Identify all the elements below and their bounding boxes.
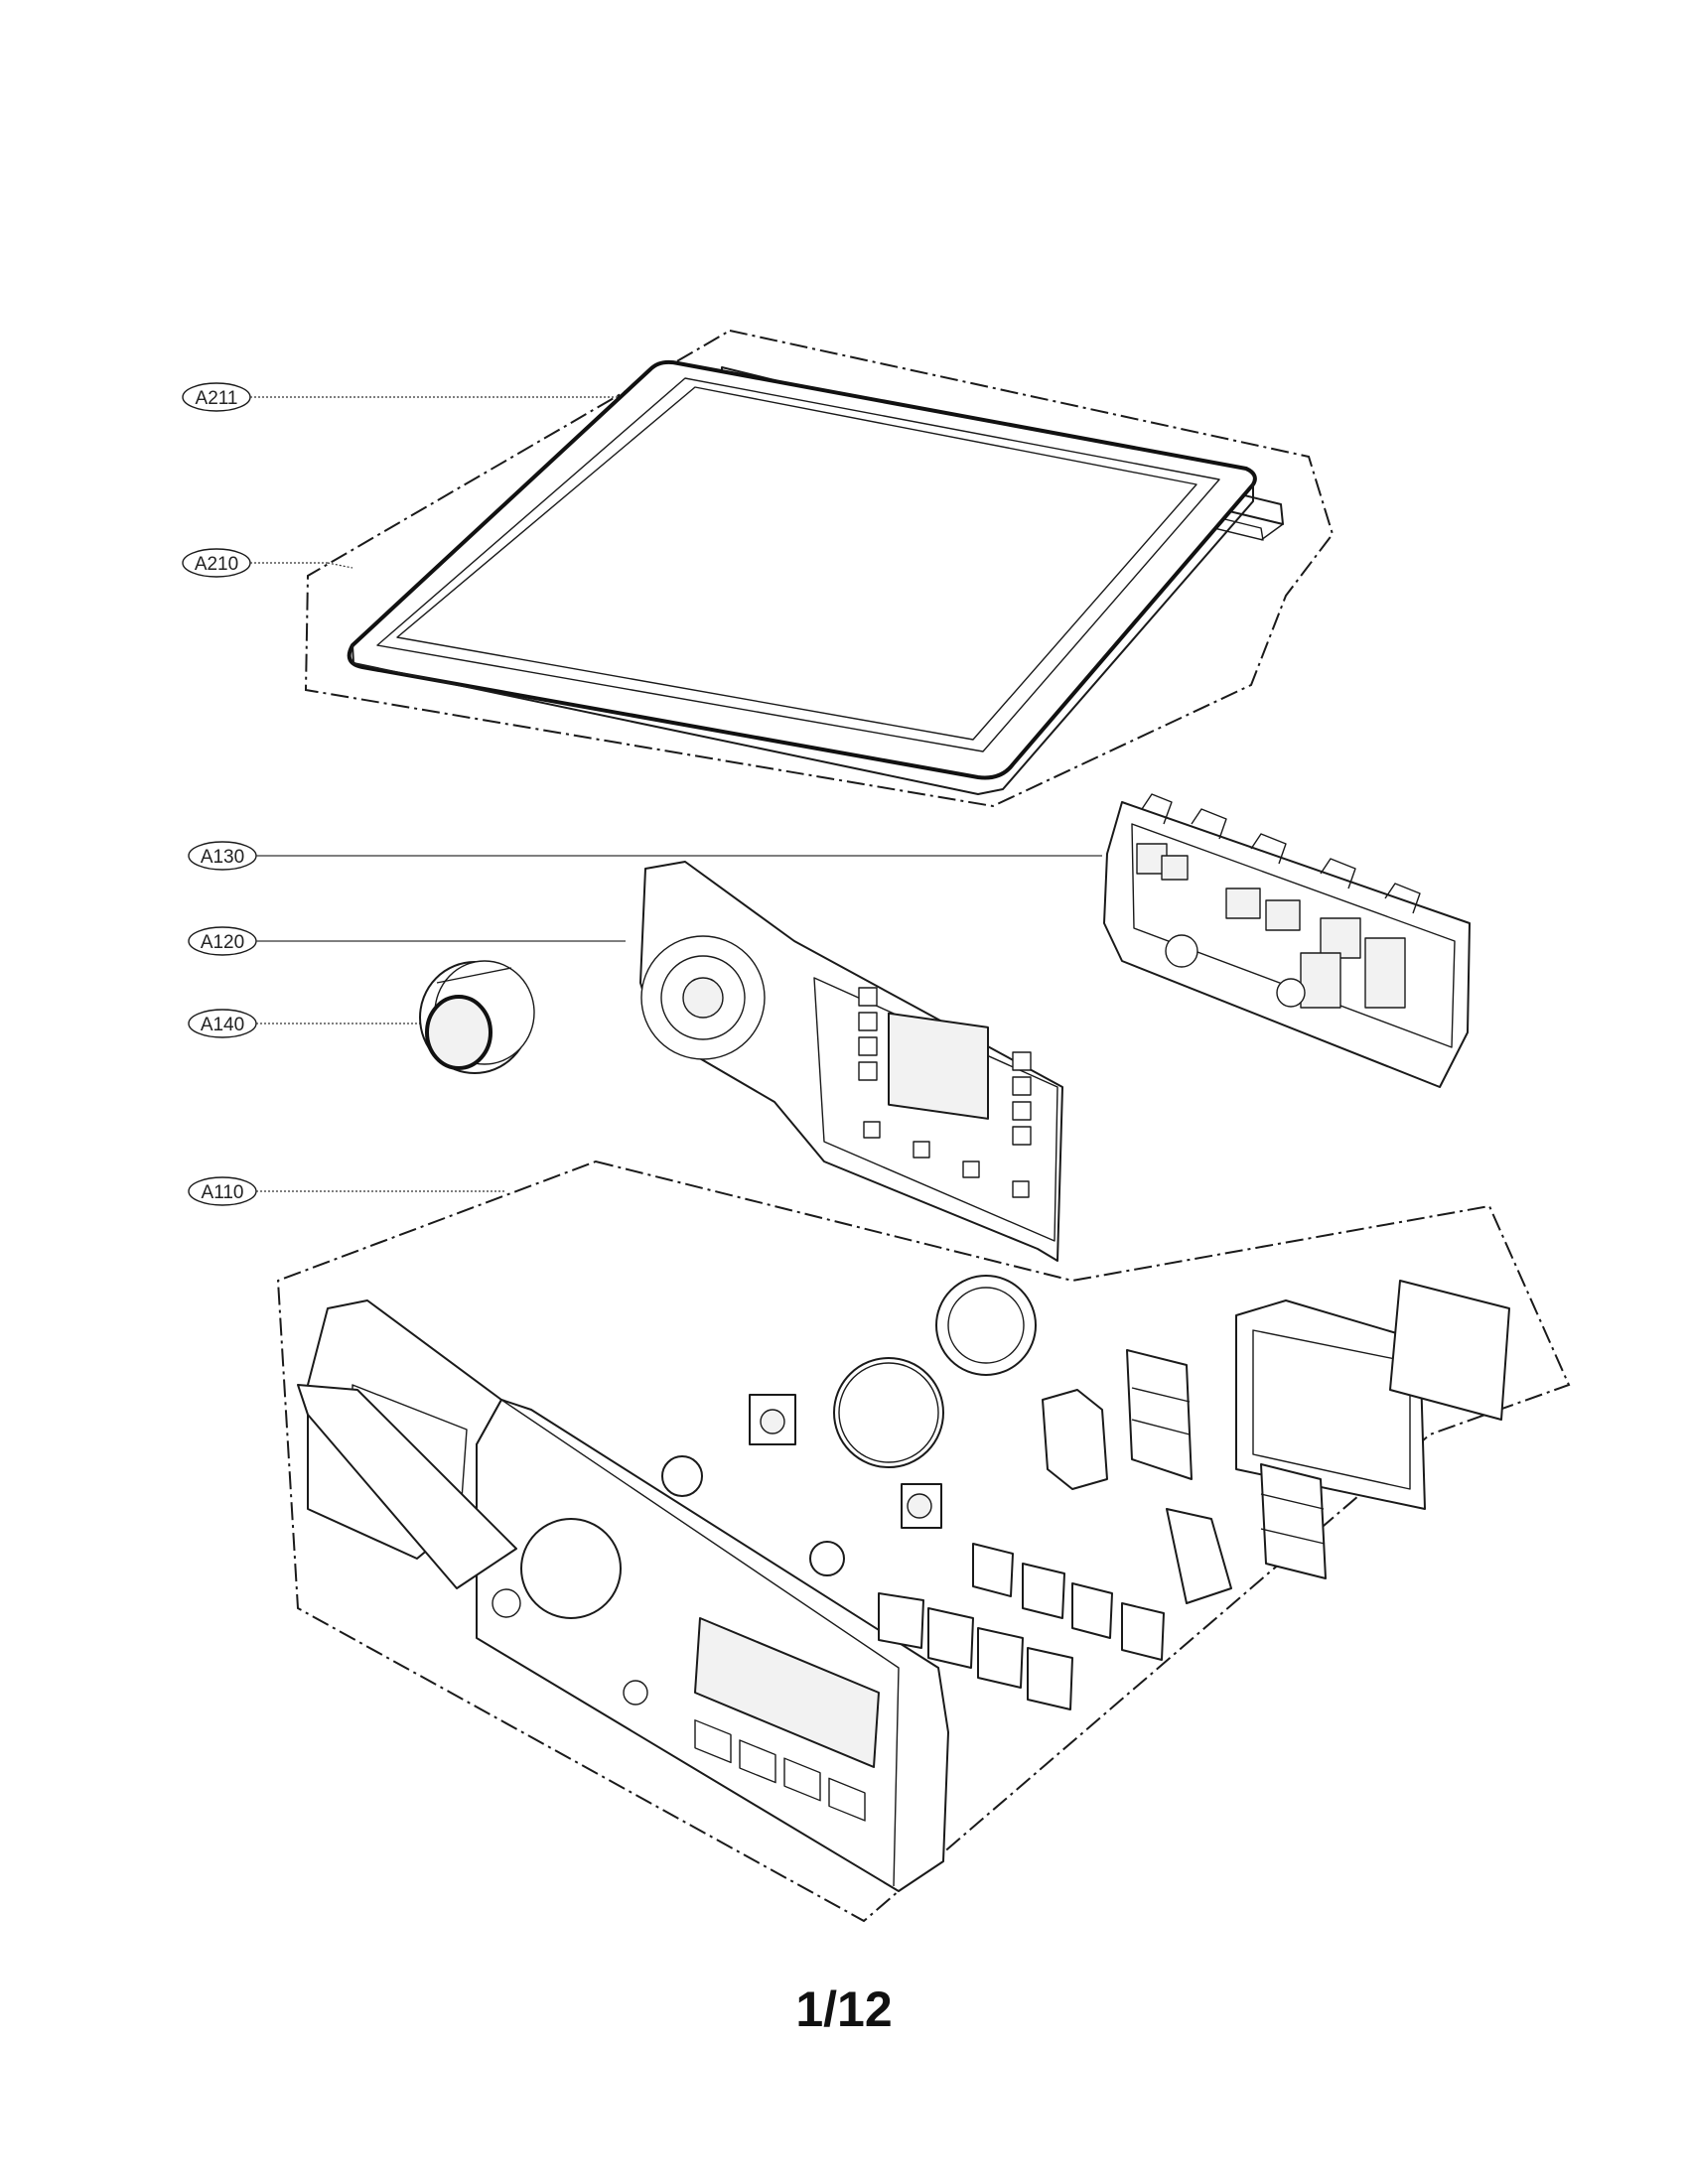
top-panel-frame (347, 359, 1257, 795)
callout-A110[interactable]: A110 (188, 1176, 506, 1206)
callout-A130[interactable]: A130 (188, 841, 1102, 871)
callout-A210-label: A210 (195, 554, 238, 575)
callout-A140[interactable]: A140 (188, 1009, 429, 1038)
main-control-board (1103, 793, 1471, 1088)
panel-small-parts (661, 1275, 1510, 1710)
top-assembly-boundary (304, 329, 1335, 808)
control-panel-boundary (276, 1160, 1571, 1923)
callout-A110-label: A110 (202, 1182, 244, 1203)
callout-A210[interactable]: A210 (182, 548, 353, 578)
page-number: 1/12 (795, 1981, 893, 2037)
control-panel-housing (297, 1299, 949, 1892)
display-control-frame (639, 861, 1063, 1262)
callout-A120-label: A120 (201, 932, 244, 953)
callout-A120[interactable]: A120 (188, 926, 626, 956)
callout-A211-label: A211 (196, 388, 238, 409)
control-knob (419, 960, 535, 1074)
callout-A140-label: A140 (201, 1015, 244, 1035)
callout-A130-label: A130 (201, 847, 244, 868)
